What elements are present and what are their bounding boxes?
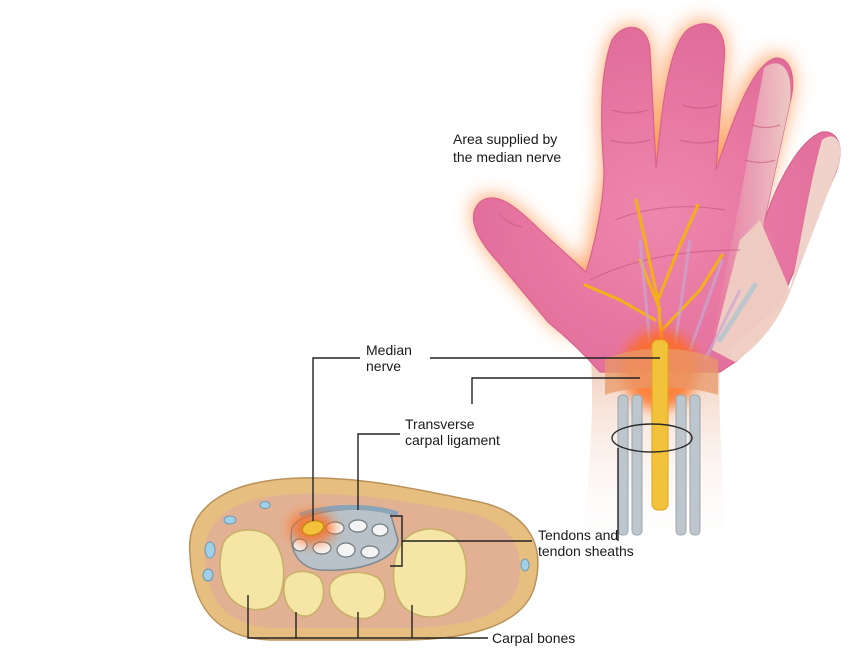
leader-lines bbox=[247, 357, 660, 639]
carpal-bone-set bbox=[219, 528, 468, 620]
label-median-nerve-2: nerve bbox=[366, 358, 401, 374]
label-median-nerve: Median bbox=[366, 342, 412, 358]
compressed-median-nerve bbox=[301, 519, 325, 537]
leader-median-nerve bbox=[312, 357, 360, 521]
tendon-lines bbox=[638, 239, 742, 361]
finger-creases bbox=[499, 104, 781, 281]
carpal-bone bbox=[392, 528, 468, 618]
leader-ligament-hand bbox=[471, 377, 640, 404]
tendon-sheath-ring bbox=[611, 423, 693, 453]
label-transverse-ligament-2: carpal ligament bbox=[405, 432, 500, 448]
label-carpal-bones: Carpal bones bbox=[492, 630, 575, 646]
little-finger bbox=[728, 136, 841, 362]
flexor-tendons bbox=[292, 519, 389, 559]
wrist-cross-section bbox=[188, 477, 539, 641]
cross-section-vessels bbox=[202, 501, 530, 582]
hand-illustration bbox=[472, 21, 841, 560]
carpal-bone bbox=[283, 570, 325, 617]
label-area-supplied: Area supplied by bbox=[453, 131, 557, 147]
label-tendons: Tendons and bbox=[538, 527, 618, 543]
leader-ligament-section bbox=[357, 433, 400, 510]
carpal-bone bbox=[328, 571, 386, 620]
carpal-bone bbox=[219, 529, 285, 611]
label-tendons-2: tendon sheaths bbox=[538, 543, 634, 559]
leader-carpal-bones bbox=[247, 595, 488, 639]
label-area-supplied-2: the median nerve bbox=[453, 149, 561, 165]
ulnar-probe bbox=[717, 282, 758, 343]
label-transverse-ligament: Transverse bbox=[405, 416, 475, 432]
diagram-labels: Area supplied by the median nerve Median… bbox=[366, 131, 634, 646]
